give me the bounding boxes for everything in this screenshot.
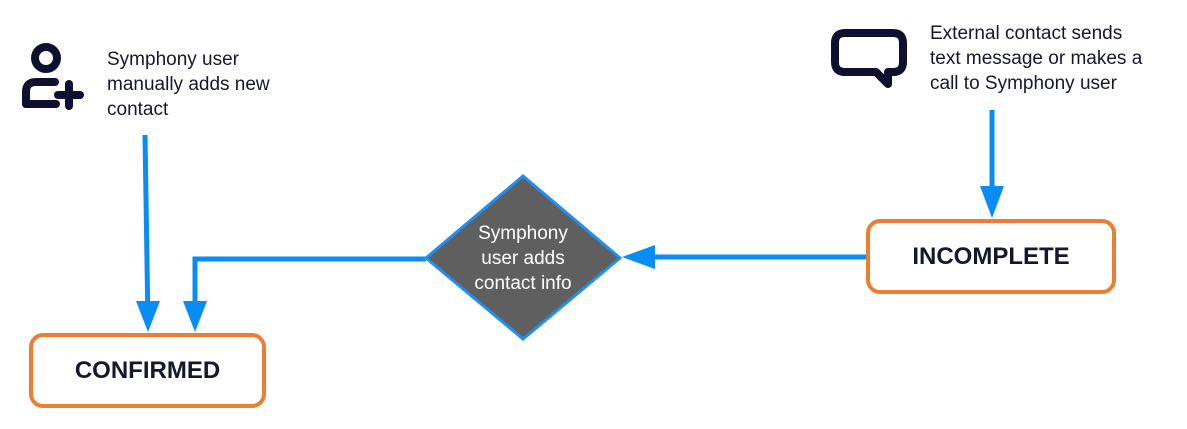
confirmed-state: CONFIRMED (29, 333, 266, 408)
incomplete-state: INCOMPLETE (866, 219, 1116, 294)
external-contact-note: External contact sends text message or m… (930, 23, 1143, 94)
manual-add-note: Symphony user manually adds new contact (107, 49, 270, 120)
incomplete-label: INCOMPLETE (912, 242, 1070, 270)
decision-label: Symphony user adds contact info (474, 223, 572, 294)
arrow-manual-to-confirmed (142, 134, 151, 326)
chat-bubble-icon (831, 29, 907, 88)
decision-diamond (423, 174, 623, 341)
arrowhead-manual-to-confirmed (136, 301, 160, 332)
confirmed-label: CONFIRMED (74, 356, 221, 384)
arrow-decision-to-confirmed (192, 256, 426, 325)
arrowhead-incomplete-to-decision (622, 245, 655, 269)
add-user-icon (22, 43, 84, 110)
arrowhead-external-to-incomplete (980, 186, 1004, 218)
arrowhead-decision-to-confirmed (183, 301, 207, 332)
